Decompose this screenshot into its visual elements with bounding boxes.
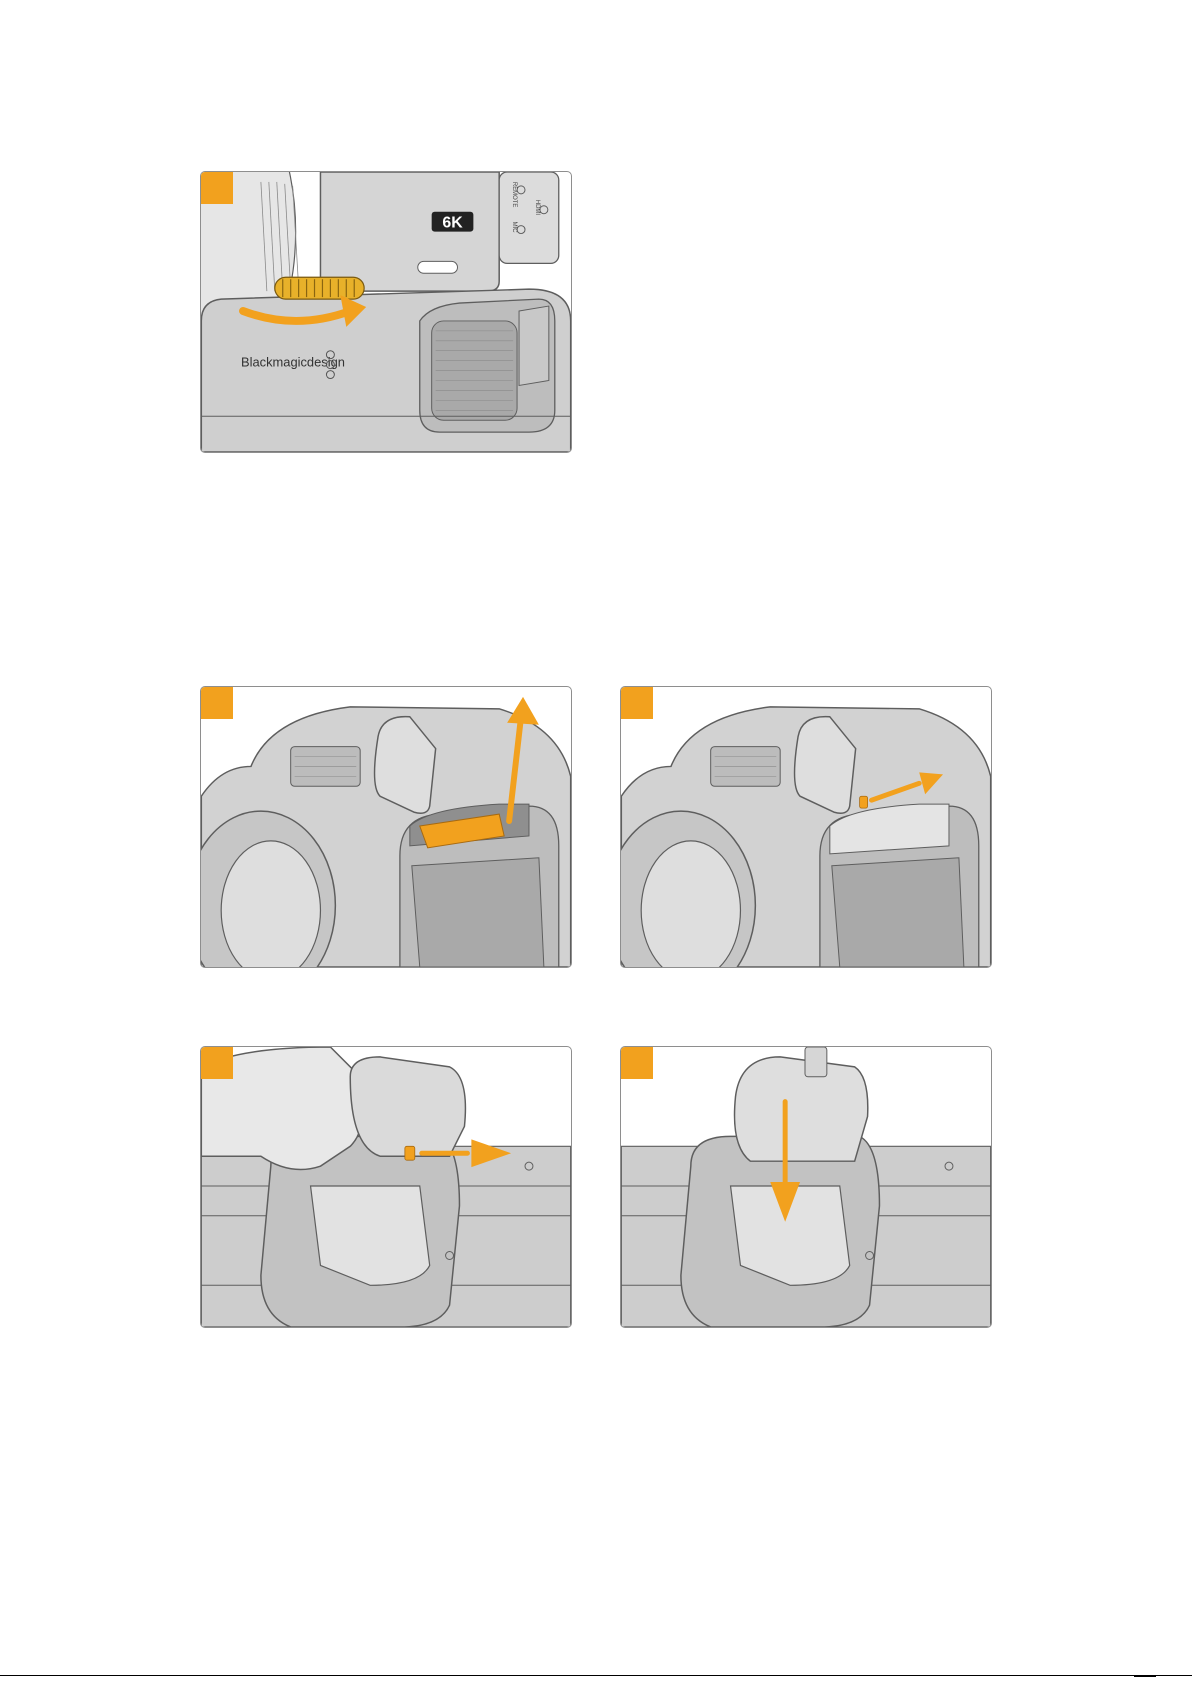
figure-slide-door <box>200 1046 572 1328</box>
slide-door-illustration <box>201 1047 571 1327</box>
footer-rule <box>0 1675 1192 1676</box>
figure-release-door <box>620 686 992 968</box>
press-door-illustration <box>621 1047 991 1327</box>
lift-battery-illustration <box>201 687 571 967</box>
figure-press-door <box>620 1046 992 1328</box>
locking-dial-icon <box>275 277 364 299</box>
dial-illustration: 6K REMOTE HDMI MIC Blackmagicdesign <box>201 172 571 452</box>
battery-door-icon <box>350 1057 465 1156</box>
port-label-remote: REMOTE <box>511 182 517 207</box>
port-label-hdmi: HDMI <box>534 200 540 216</box>
page-marker <box>1134 1676 1156 1685</box>
figure-dial: 6K REMOTE HDMI MIC Blackmagicdesign <box>200 171 572 453</box>
figure-lift-battery <box>200 686 572 968</box>
model-badge: 6K <box>442 215 463 232</box>
arrow-up-icon <box>507 697 539 725</box>
step-marker <box>621 1047 653 1079</box>
step-marker <box>201 1047 233 1079</box>
door-latch-icon <box>860 796 868 808</box>
step-marker <box>201 172 233 204</box>
step-marker <box>621 687 653 719</box>
battery-door-icon <box>735 1057 868 1161</box>
release-door-illustration <box>621 687 991 967</box>
door-latch-icon <box>405 1146 415 1160</box>
port-label-mic: MIC <box>511 222 517 234</box>
brand-logo: Blackmagicdesign <box>241 355 345 370</box>
step-marker <box>201 687 233 719</box>
